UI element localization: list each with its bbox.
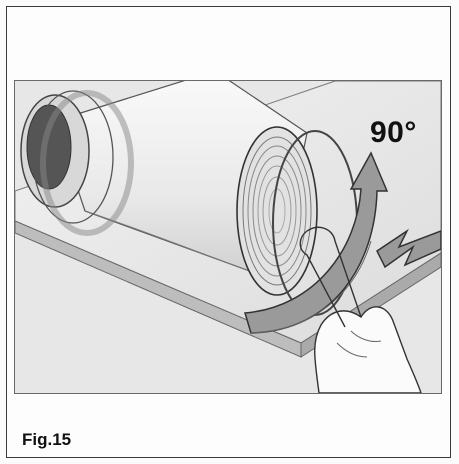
rotation-arrow [244, 151, 389, 334]
push-arrow [376, 228, 441, 269]
rotation-angle-label: 90° [370, 116, 417, 149]
illustration-drawing [15, 81, 441, 393]
figure-caption: Fig.15 [22, 430, 72, 449]
filter-rotation-illustration [14, 80, 442, 394]
threaded-filter-face [236, 126, 358, 316]
hand [299, 226, 422, 393]
